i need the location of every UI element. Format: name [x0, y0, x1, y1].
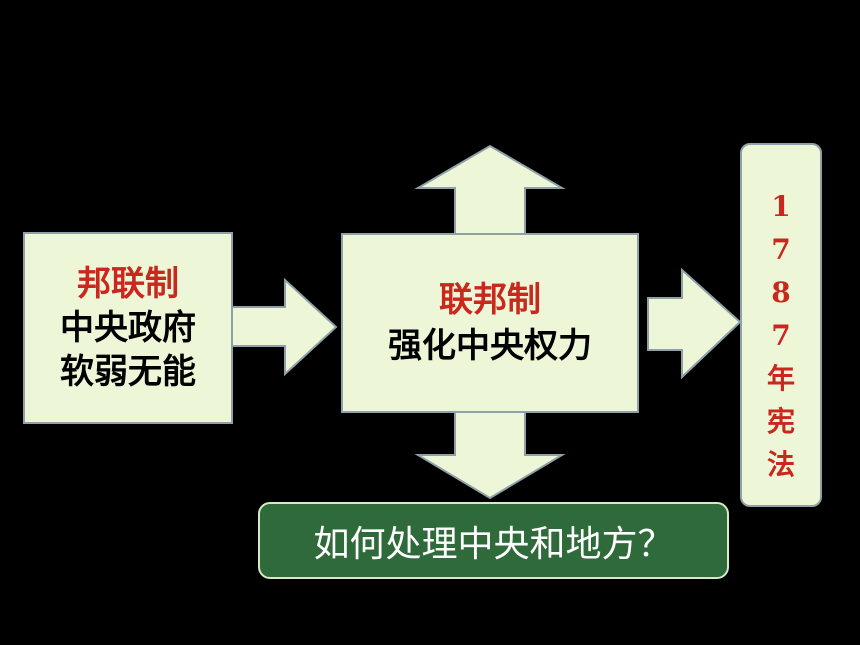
- center-box: [341, 233, 639, 413]
- down-arrow: [414, 411, 566, 500]
- up-arrow: [414, 144, 566, 235]
- question-box: 如何处理中央和地方？: [258, 502, 729, 579]
- left-box-line1: 中央政府: [60, 308, 196, 348]
- left-box-title: 邦联制: [77, 264, 179, 304]
- left-box-text: 邦联制 中央政府 软弱无能: [24, 233, 232, 423]
- center-box-title: 联邦制: [439, 280, 541, 320]
- right-arrow-1: [231, 277, 338, 377]
- left-box: [23, 232, 233, 424]
- center-box-line1: 强化中央权力: [388, 326, 592, 366]
- center-box-text: 联邦制 强化中央权力: [342, 234, 638, 412]
- left-box-line2: 软弱无能: [60, 352, 196, 392]
- question-text: 如何处理中央和地方？: [313, 523, 674, 565]
- right-arrow-2: [647, 267, 742, 380]
